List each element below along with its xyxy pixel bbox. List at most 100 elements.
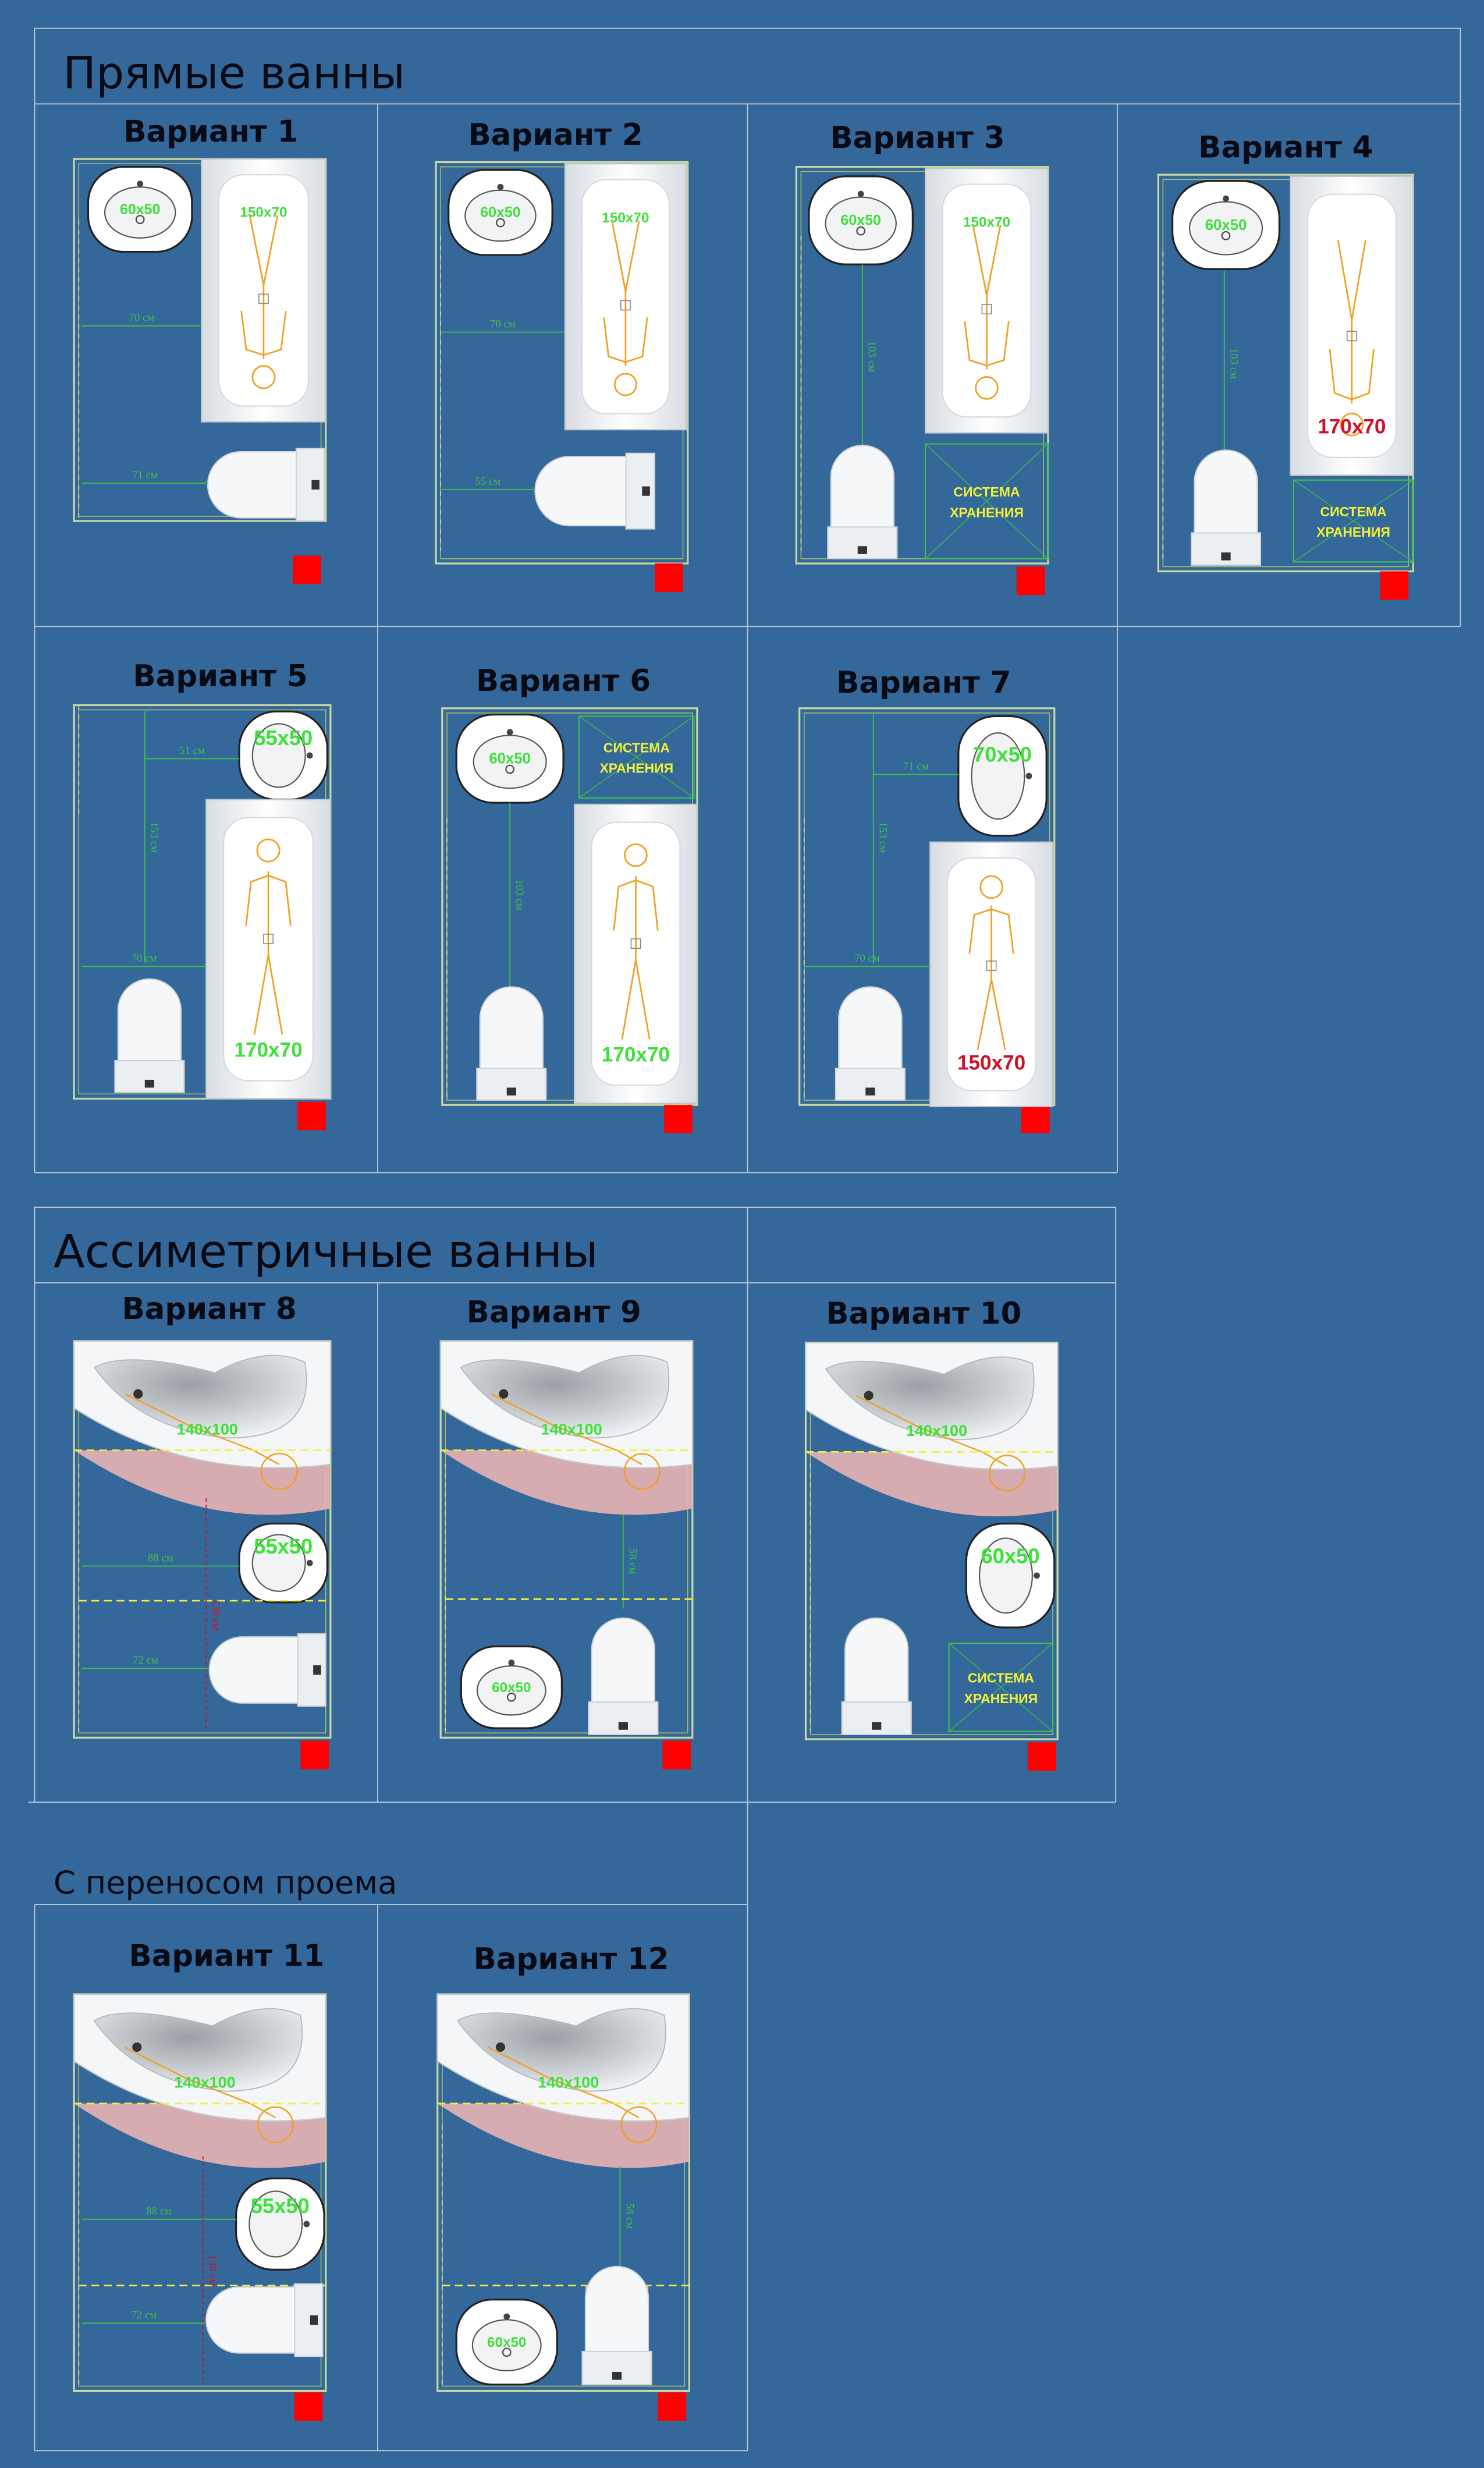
figure-head <box>624 843 648 867</box>
variant-title: Вариант 7 <box>836 665 1011 700</box>
sink-size-label: 55x50 <box>251 2194 310 2218</box>
dimension-label: 71 см <box>132 469 158 481</box>
bathtub: 150x70 <box>924 168 1049 434</box>
sink-tap <box>506 729 513 736</box>
section-title-asymmetric: Ассиметричные ванны <box>54 1225 598 1278</box>
person-figure <box>855 1395 1008 1467</box>
dimension-label: 153 см <box>148 822 161 853</box>
door-marker <box>297 1101 326 1130</box>
toilet <box>581 2265 652 2385</box>
storage-box <box>1293 479 1414 563</box>
door-marker <box>292 555 321 584</box>
toilet-flush <box>1221 552 1231 561</box>
storage-diag <box>578 715 694 799</box>
toilet-bowl <box>584 2265 649 2352</box>
door-marker <box>1380 571 1409 600</box>
sink-bowl <box>251 723 306 788</box>
storage-system: СИСТЕМА ХРАНЕНИЯ <box>948 1642 1054 1732</box>
person-figure <box>240 215 287 389</box>
figure-drain <box>258 293 269 304</box>
toilet-flush <box>865 1087 875 1096</box>
toilet-flush <box>310 2315 318 2325</box>
dimension-label: 103 см <box>866 341 878 372</box>
bathtub-size-label: 170x70 <box>602 1044 670 1066</box>
storage-label-line1: СИСТЕМА <box>968 1671 1034 1686</box>
sink-drain <box>856 226 865 236</box>
dimension-label: 88 см <box>148 1552 173 1564</box>
storage-diag <box>949 1643 1053 1732</box>
sink-tap <box>503 2313 510 2320</box>
door-marker <box>1027 1742 1056 1771</box>
dimension-label: 72 см <box>131 2309 157 2321</box>
toilet-flush <box>857 546 867 554</box>
storage-box <box>924 443 1049 560</box>
toilet-bowl <box>534 456 627 527</box>
dimension-label: 55 см <box>475 476 500 488</box>
toilet-flush <box>144 1080 155 1088</box>
toilet <box>588 1617 659 1735</box>
storage-label-line2: ХРАНЕНИЯ <box>964 1691 1038 1706</box>
storage-diag <box>1293 480 1414 562</box>
sink-drain <box>496 218 505 228</box>
toilet <box>114 978 185 1093</box>
variant-title: Вариант 10 <box>826 1296 1021 1331</box>
toilet-bowl <box>830 445 895 528</box>
corner-bathtub: 140x100 <box>73 1993 326 2168</box>
sink-bowl <box>825 196 897 251</box>
figure-legs <box>977 979 1006 1051</box>
sink-tap <box>137 180 144 187</box>
figure-arms <box>1329 349 1375 400</box>
figure-head <box>989 1455 1026 1492</box>
figure-head <box>623 1453 661 1490</box>
figure-head <box>257 2106 294 2143</box>
sink-size-label: 60x50 <box>487 2335 526 2350</box>
bathtub-size-label: 150x70 <box>240 204 287 220</box>
sink-size-label: 60x50 <box>492 1680 531 1696</box>
door-marker <box>1021 1105 1050 1133</box>
sink-size-label: 60x50 <box>120 201 160 218</box>
door-marker <box>654 563 683 592</box>
person-figure <box>1329 240 1375 437</box>
sink-tap <box>497 183 504 190</box>
dimension-label: 88 см <box>146 2205 172 2218</box>
toilet-flush <box>642 486 650 496</box>
bathtub: 170x70 <box>205 799 331 1100</box>
bathtub: 170x70 <box>573 803 698 1104</box>
corner-bathtub-drain <box>499 1389 509 1399</box>
figure-legs <box>248 215 279 286</box>
toilet-bowl <box>208 1636 299 1704</box>
bathtub-size-label: 140x100 <box>541 1420 602 1438</box>
sink-tap <box>306 1559 313 1566</box>
dimension-label: 58 см <box>623 2203 636 2229</box>
toilet-bowl <box>117 978 182 1062</box>
sink-size-label: 70x50 <box>973 742 1032 766</box>
bathtub-size-label: 140x100 <box>174 2074 235 2091</box>
door-marker <box>1016 566 1045 595</box>
door-marker <box>662 1740 691 1770</box>
door-marker <box>300 1740 329 1770</box>
sink-drain <box>1221 231 1231 240</box>
sink-tap <box>1034 1572 1040 1579</box>
figure-head <box>613 373 637 396</box>
sink-bowl <box>251 1534 306 1592</box>
figure-head <box>975 376 999 400</box>
dimension-label: 153 см <box>877 822 889 853</box>
figure-drain <box>263 934 274 944</box>
sink-tap <box>306 752 313 759</box>
figure-head <box>1340 413 1364 437</box>
variant-title: Вариант 4 <box>1198 130 1373 165</box>
sink: 55x50 <box>238 710 329 801</box>
storage-label-line2: ХРАНЕНИЯ <box>599 761 673 776</box>
sink-size-label: 55x50 <box>254 726 313 750</box>
sink: 60x50 <box>460 1645 563 1729</box>
toilet-flush <box>311 480 319 490</box>
toilet-tank <box>625 452 656 530</box>
sink-size-label: 60x50 <box>480 204 520 221</box>
